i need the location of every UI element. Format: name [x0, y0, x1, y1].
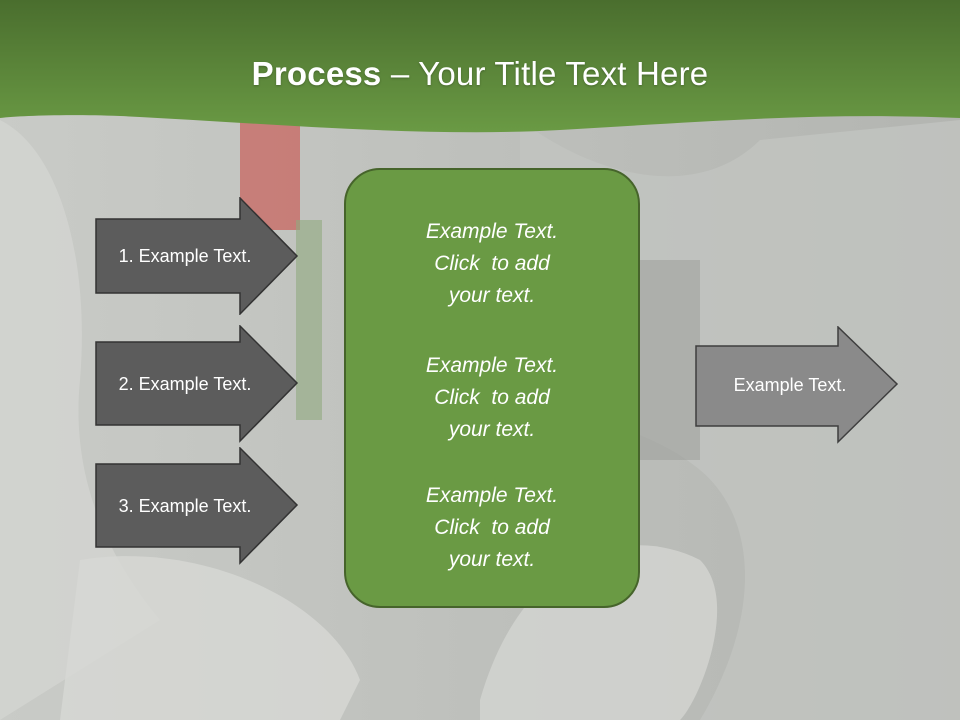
text-line: your text.: [448, 548, 536, 571]
output-arrow[interactable]: Example Text.: [695, 326, 900, 444]
process-box[interactable]: Example Text. Click to add your text. Ex…: [344, 168, 640, 608]
process-text-1: Example Text. Click to add your text.: [346, 216, 638, 312]
text-line: Example Text.: [425, 354, 559, 377]
arrow-shape: [95, 447, 299, 565]
text-line: your text.: [448, 418, 536, 441]
input-arrow-3[interactable]: 3. Example Text.: [95, 447, 300, 565]
text-line: Example Text.: [425, 220, 559, 243]
slide-title: Process – Your Title Text Here: [0, 52, 960, 96]
input-arrow-label: 1. Example Text.: [118, 245, 252, 266]
title-rest: – Your Title Text Here: [381, 55, 709, 92]
text-line: Example Text.: [425, 484, 559, 507]
arrow-shape: [695, 326, 899, 444]
text-line: your text.: [448, 284, 536, 307]
input-arrow-1[interactable]: 1. Example Text.: [95, 197, 300, 315]
title-bold: Process: [251, 55, 382, 92]
text-line: Click to add: [434, 516, 550, 539]
output-arrow-label: Example Text.: [733, 374, 847, 395]
arrow-shape: [95, 325, 299, 443]
input-arrow-label: 3. Example Text.: [118, 495, 252, 516]
process-text-2: Example Text. Click to add your text.: [346, 350, 638, 446]
input-arrow-label: 2. Example Text.: [118, 373, 252, 394]
text-line: Click to add: [434, 386, 550, 409]
header-band: [0, 0, 960, 133]
text-line: Click to add: [434, 252, 550, 275]
process-text-3: Example Text. Click to add your text.: [346, 480, 638, 576]
arrow-shape: [95, 197, 299, 315]
input-arrow-2[interactable]: 2. Example Text.: [95, 325, 300, 443]
